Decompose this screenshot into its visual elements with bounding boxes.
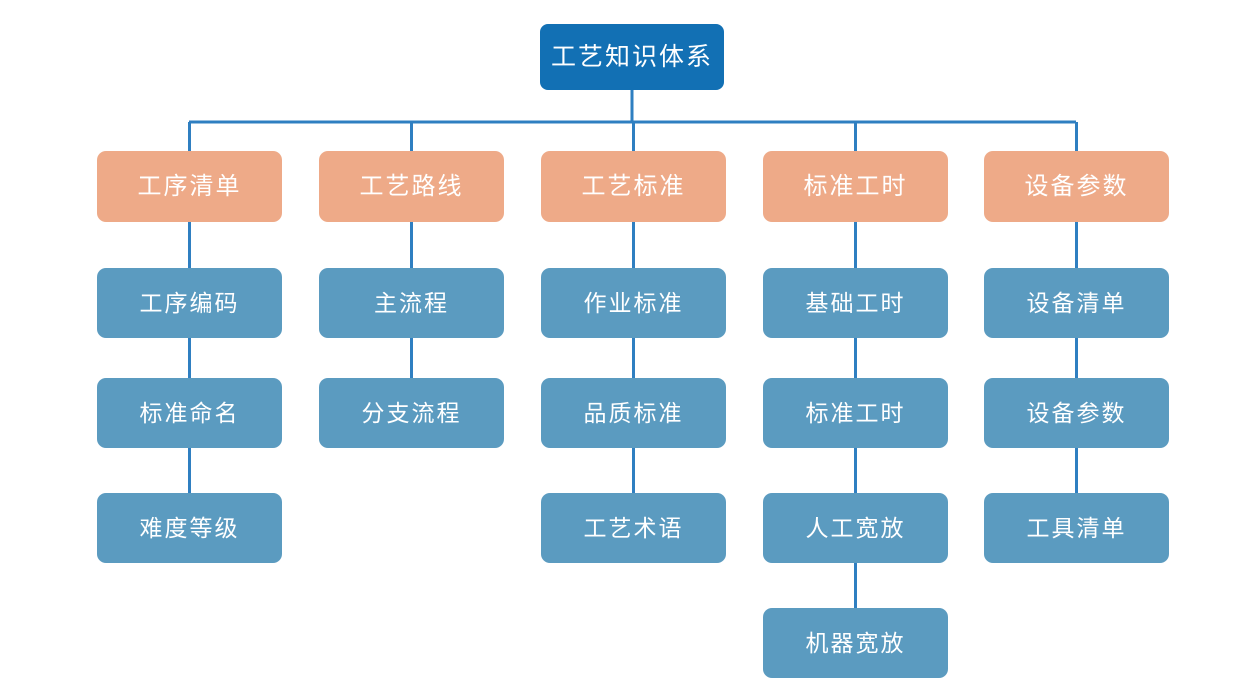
node-root[interactable]: 工艺知识体系: [540, 24, 724, 90]
node-label: 人工宽放: [805, 514, 906, 541]
node-label: 难度等级: [139, 514, 240, 541]
node-label: 主流程: [374, 289, 449, 316]
node-label: 作业标准: [583, 289, 684, 316]
node-label: 工具清单: [1026, 514, 1127, 541]
node-label: 工序编码: [139, 289, 240, 316]
node-label: 标准工时: [803, 172, 908, 200]
node-label: 标准命名: [139, 399, 240, 426]
node-branch-3-child-1[interactable]: 作业标准: [541, 268, 726, 338]
node-label: 工艺术语: [583, 514, 684, 541]
node-label: 基础工时: [805, 289, 906, 316]
node-branch-5[interactable]: 设备参数: [984, 151, 1169, 222]
node-branch-1-child-1[interactable]: 工序编码: [97, 268, 282, 338]
node-branch-4[interactable]: 标准工时: [763, 151, 948, 222]
node-label: 标准工时: [805, 399, 906, 426]
node-branch-5-child-1[interactable]: 设备清单: [984, 268, 1169, 338]
node-label: 工序清单: [137, 172, 242, 200]
node-label: 工艺路线: [359, 172, 464, 200]
node-branch-5-child-3[interactable]: 工具清单: [984, 493, 1169, 563]
node-branch-4-child-3[interactable]: 人工宽放: [763, 493, 948, 563]
node-branch-2-child-1[interactable]: 主流程: [319, 268, 504, 338]
node-branch-3-child-2[interactable]: 品质标准: [541, 378, 726, 448]
node-label: 设备参数: [1026, 399, 1127, 426]
node-label: 工艺标准: [581, 172, 686, 200]
node-label: 分支流程: [361, 399, 462, 426]
node-branch-4-child-2[interactable]: 标准工时: [763, 378, 948, 448]
node-branch-3-child-3[interactable]: 工艺术语: [541, 493, 726, 563]
node-label: 工艺知识体系: [550, 42, 713, 71]
node-label: 设备参数: [1024, 172, 1129, 200]
node-branch-4-child-4[interactable]: 机器宽放: [763, 608, 948, 678]
node-branch-1-child-2[interactable]: 标准命名: [97, 378, 282, 448]
node-branch-2-child-2[interactable]: 分支流程: [319, 378, 504, 448]
node-branch-3[interactable]: 工艺标准: [541, 151, 726, 222]
node-branch-1[interactable]: 工序清单: [97, 151, 282, 222]
node-branch-2[interactable]: 工艺路线: [319, 151, 504, 222]
node-label: 设备清单: [1026, 289, 1127, 316]
node-branch-4-child-1[interactable]: 基础工时: [763, 268, 948, 338]
node-label: 机器宽放: [805, 629, 906, 656]
node-branch-1-child-3[interactable]: 难度等级: [97, 493, 282, 563]
node-branch-5-child-2[interactable]: 设备参数: [984, 378, 1169, 448]
node-label: 品质标准: [583, 399, 684, 426]
